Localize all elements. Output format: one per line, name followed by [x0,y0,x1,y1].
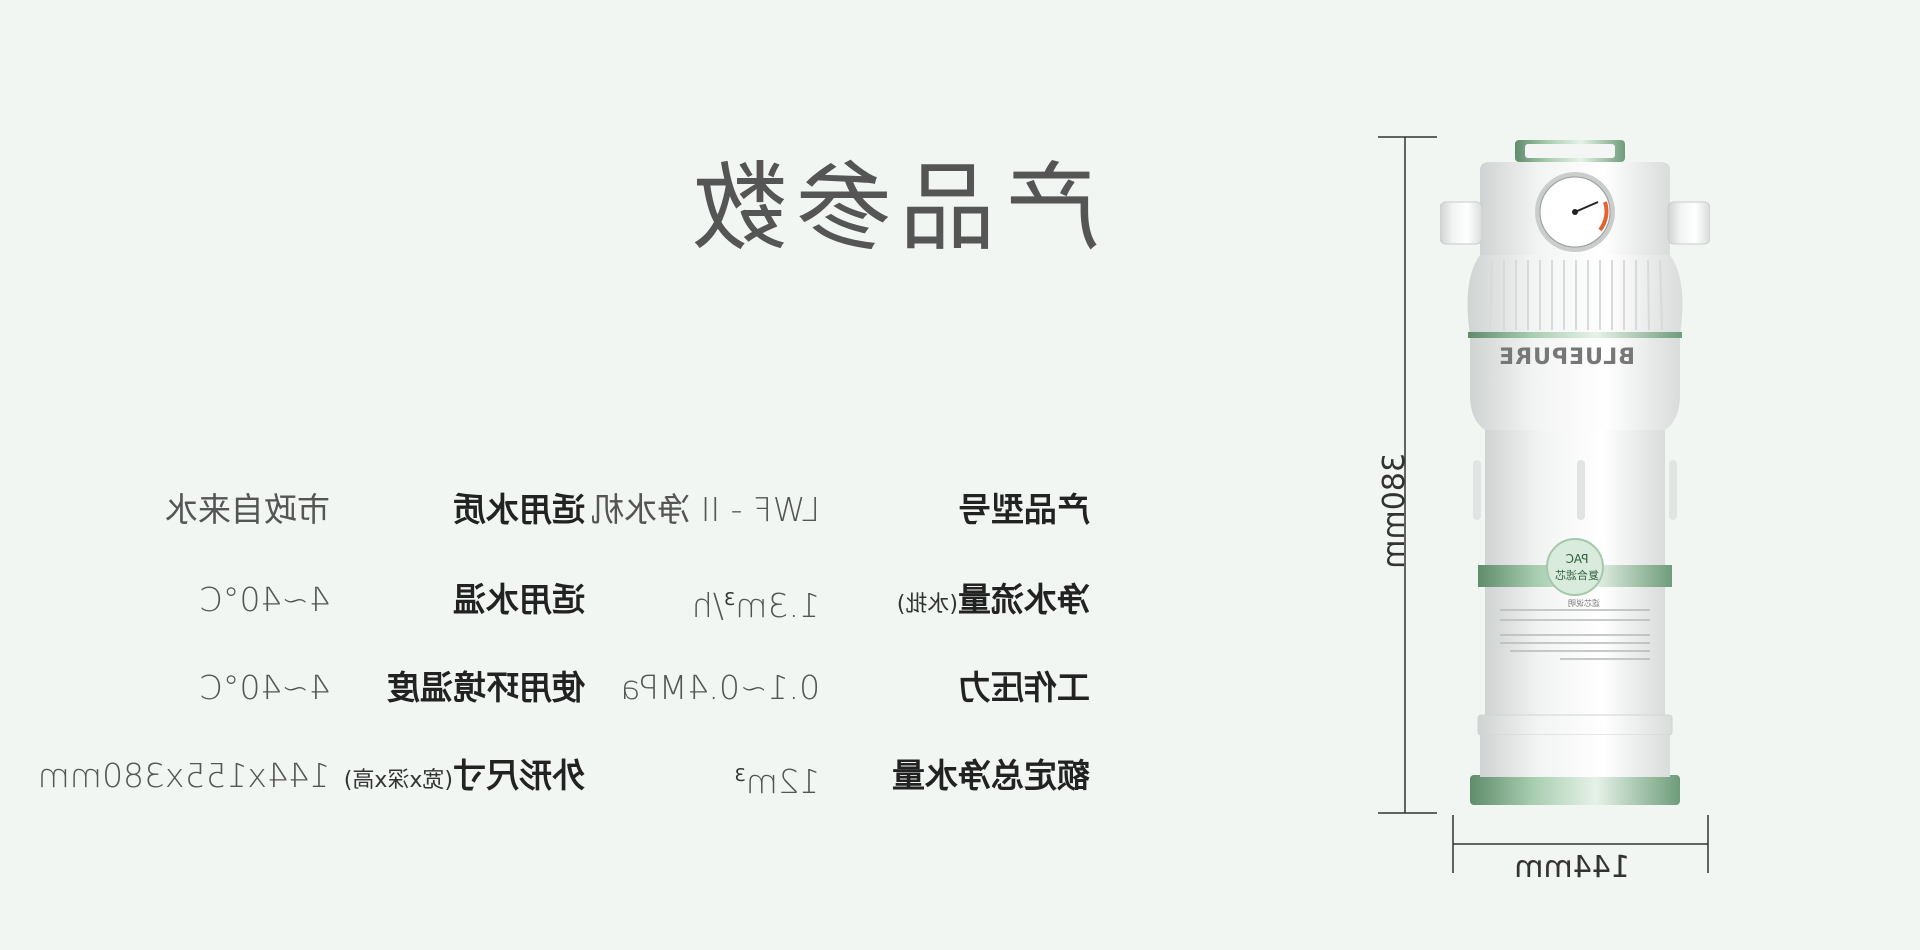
water-purifier-image [1440,140,1710,805]
filter-badge-line1: PAC [1565,552,1589,566]
product-brand: BLUEPURE [1498,345,1635,370]
label-heading: 滤芯说明 [1568,599,1600,608]
width-dimension-label: 144mm [1514,850,1630,885]
filter-badge-line2: 复合滤芯 [1555,569,1599,582]
height-dimension-label: 380mm [1377,453,1412,569]
